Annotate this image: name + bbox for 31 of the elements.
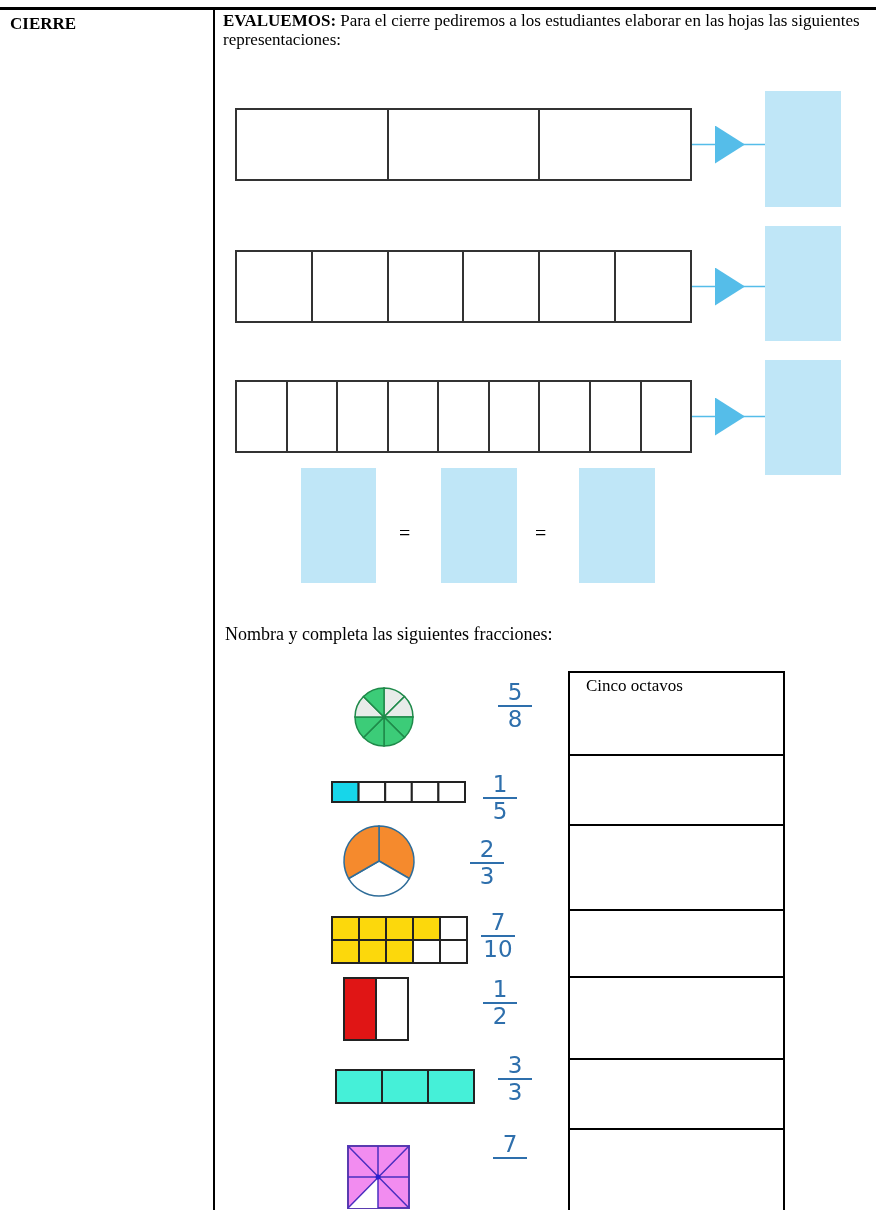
numerator: 2 <box>479 837 495 862</box>
answer-box <box>765 91 841 207</box>
answer-box <box>765 226 841 341</box>
answer-box <box>441 468 517 583</box>
denominator: 3 <box>479 864 495 889</box>
numerator: 7 <box>502 1132 518 1157</box>
answer-box <box>579 468 655 583</box>
instruction-text: Nombra y completa las siguientes fracciones: <box>225 623 553 646</box>
denominator: 10 <box>483 937 513 962</box>
equals-sign: = <box>535 521 547 546</box>
fraction-bar <box>235 380 692 453</box>
answer-box <box>301 468 376 583</box>
fraction-bar <box>235 108 692 181</box>
arrow <box>691 125 766 164</box>
denominator: 3 <box>507 1080 523 1105</box>
numerator: 1 <box>492 772 508 797</box>
numerator: 7 <box>490 910 506 935</box>
fraction-bar <box>235 250 692 323</box>
section-heading: CIERRE <box>10 13 77 35</box>
arrow <box>691 397 766 436</box>
equals-sign: = <box>399 521 411 546</box>
numerator: 1 <box>492 977 508 1002</box>
denominator: 5 <box>492 799 508 824</box>
answer-box <box>765 360 841 475</box>
arrow <box>691 267 766 306</box>
answer-text: Cinco octavos <box>586 675 683 697</box>
denominator: 2 <box>492 1004 508 1029</box>
instruction-text: EVALUEMOS: Para el cierre pediremos a los estudiantes elaborar en las hojas las siguientes representaciones: <box>223 11 861 49</box>
numerator: 3 <box>507 1053 523 1078</box>
denominator: 8 <box>507 707 523 732</box>
numerator: 5 <box>507 680 523 705</box>
